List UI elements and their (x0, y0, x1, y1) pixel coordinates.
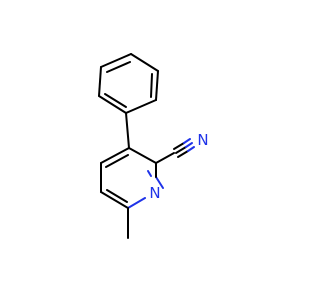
bond-triple-2n (185, 142, 193, 148)
nitrile-group (155, 138, 195, 164)
bond-ph-1 (100, 53, 132, 68)
bond-ph-3 (98, 95, 127, 114)
bond-biaryl (125, 112, 130, 149)
bond-triple-2 (175, 146, 187, 154)
bond-nitrile-c (155, 152, 175, 164)
bond-ph-2 (98, 66, 102, 97)
bond-ph-double-3 (150, 73, 153, 98)
nitrile-nitrogen-label: N (197, 131, 208, 149)
bond-triple-1n (183, 138, 191, 144)
bond-ph-double-2 (104, 93, 127, 108)
bond-py-double-2 (106, 189, 128, 203)
bond-triple-3n (187, 146, 195, 152)
bond-ph-6 (130, 53, 159, 72)
bond-ph-double-1 (106, 61, 131, 73)
bond-triple-3 (177, 150, 189, 158)
bond-py-double-1 (105, 154, 129, 168)
bond-py-double-3 (147, 170, 152, 177)
bond-py-c5-c6 (100, 191, 129, 209)
bond-py-c3-c4 (100, 147, 130, 164)
molecule-diagram: N N (98, 53, 209, 239)
bond-py-c6-n (127, 197, 146, 209)
bond-ph-4 (125, 99, 157, 114)
ring-nitrogen-label: N (149, 184, 160, 202)
pyridine-ring (100, 147, 164, 209)
bond-triple-1 (173, 142, 185, 150)
bond-py-c2-c3 (128, 147, 157, 164)
bond-ph-5 (155, 70, 159, 101)
bond-py-n-c2 (155, 176, 164, 189)
phenyl-ring (98, 53, 159, 114)
